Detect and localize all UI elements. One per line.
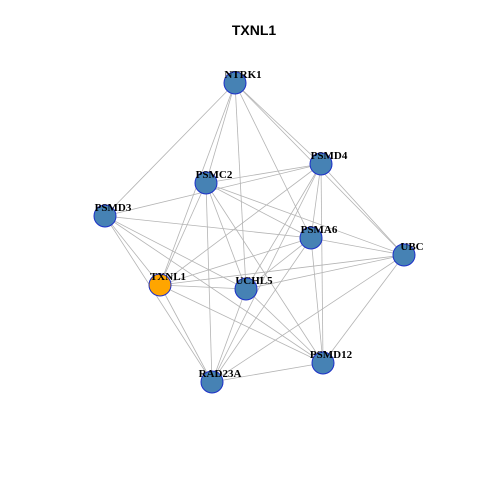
edge-psmc2-uchl5 [205, 182, 247, 290]
edge-psmd4-psmc2 [205, 163, 322, 184]
edge-psmd4-uchl5 [245, 163, 322, 290]
edge-ubc-rad23a [211, 254, 405, 383]
node-uchl5 [234, 277, 258, 301]
edge-txnl1-rad23a [159, 284, 213, 383]
node-psmc2 [194, 171, 218, 195]
node-psma6 [299, 226, 323, 250]
edge-psmd3-uchl5 [104, 215, 247, 290]
node-label-psmd12: PSMD12 [310, 349, 353, 361]
edge-ubc-txnl1 [159, 254, 405, 286]
node-label-uchl5: UCHL5 [235, 275, 273, 287]
node-label-ubc: UBC [400, 241, 423, 253]
edge-ubc-psmd12 [322, 254, 405, 364]
edge-psmc2-txnl1 [159, 182, 207, 286]
node-label-psma6: PSMA6 [301, 224, 338, 236]
node-label-psmd4: PSMD4 [311, 150, 348, 162]
node-label-rad23a: RAD23A [199, 368, 242, 380]
edge-psmd4-ubc [320, 163, 405, 256]
edge-uchl5-psmd12 [245, 288, 324, 364]
edge-psmd12-rad23a [211, 362, 324, 383]
edge-txnl1-uchl5 [159, 284, 247, 290]
edge-psmd3-psmd12 [104, 215, 324, 364]
edge-psmd4-psma6 [310, 163, 322, 239]
edge-psma6-ubc [310, 237, 405, 256]
edge-layer [104, 82, 405, 383]
node-ntrk1 [223, 71, 247, 95]
edge-uchl5-rad23a [211, 288, 247, 383]
edge-psmc2-rad23a [205, 182, 213, 383]
edge-psmd4-txnl1 [159, 163, 322, 286]
node-txnl1 [148, 273, 172, 297]
node-rad23a [200, 370, 224, 394]
edge-ntrk1-uchl5 [234, 82, 247, 290]
edge-psmd3-rad23a [104, 215, 213, 383]
diagram-title: TXNL1 [232, 22, 277, 38]
edge-txnl1-psmd12 [159, 284, 324, 364]
edge-ntrk1-psma6 [234, 82, 312, 239]
node-ubc [392, 243, 416, 267]
edge-psma6-rad23a [211, 237, 312, 383]
edge-psmd3-psma6 [104, 215, 312, 239]
node-label-txnl1: TXNL1 [150, 271, 186, 283]
node-psmd12 [311, 351, 335, 375]
edge-psmc2-ubc [205, 182, 405, 256]
edge-ubc-uchl5 [245, 254, 405, 290]
edge-ntrk1-psmc2 [205, 82, 236, 184]
node-label-psmd3: PSMD3 [95, 202, 132, 214]
node-label-psmc2: PSMC2 [196, 169, 233, 181]
edge-psma6-txnl1 [159, 237, 312, 286]
edge-ntrk1-psmd3 [104, 82, 236, 217]
edge-psma6-psmd12 [310, 237, 324, 364]
edge-psmc2-psma6 [205, 182, 312, 239]
edge-psmd4-psmd12 [320, 163, 324, 364]
edge-psma6-uchl5 [245, 237, 312, 290]
edge-psmc2-psmd12 [205, 182, 324, 364]
node-psmd4 [309, 152, 333, 176]
node-label-ntrk1: NTRK1 [224, 69, 261, 81]
edge-psmd3-txnl1 [104, 215, 161, 286]
node-layer [93, 71, 416, 394]
edge-ntrk1-psmd4 [234, 82, 322, 165]
node-psmd3 [93, 204, 117, 228]
